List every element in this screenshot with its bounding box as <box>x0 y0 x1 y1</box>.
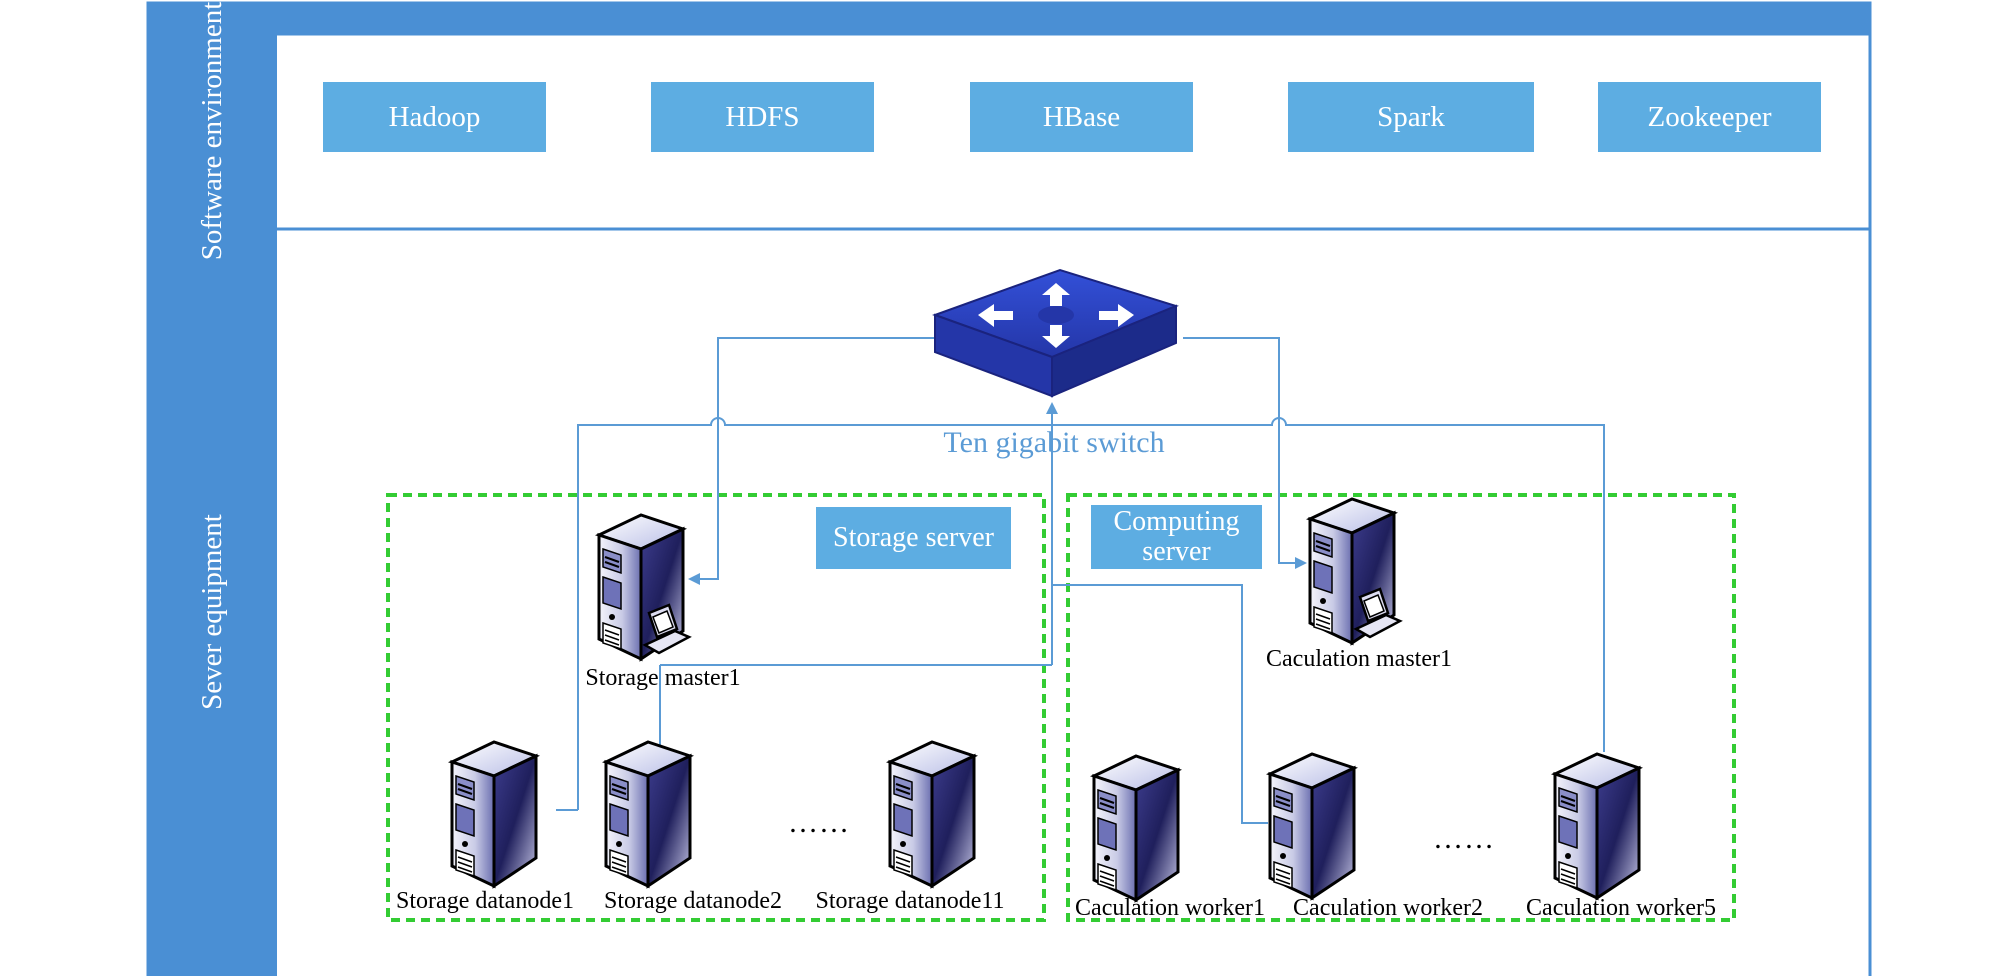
calc-master-icon <box>1310 499 1400 643</box>
datanode1-icon <box>450 740 538 888</box>
datanode11-icon <box>888 740 976 888</box>
software-box-hbase: HBase <box>970 82 1193 152</box>
network-links <box>556 337 1605 824</box>
storage-master-caption: Storage master1 <box>585 665 741 691</box>
datanode1-caption: Storage datanode1 <box>396 888 574 914</box>
datanode2-icon <box>604 740 692 888</box>
worker2-icon <box>1268 752 1356 900</box>
worker1-caption: Caculation worker1 <box>1075 895 1265 921</box>
worker5-icon <box>1553 752 1641 900</box>
server-equipment-label: Sever equipment <box>196 514 228 710</box>
switch-label: Ten gigabit switch <box>943 426 1165 459</box>
datanode11-caption: Storage datanode11 <box>815 888 1005 914</box>
storage-master-icon <box>599 515 689 659</box>
worker1-icon <box>1092 754 1180 902</box>
network-switch-icon <box>932 268 1179 398</box>
software-environment-label: Software environment <box>196 1 228 261</box>
software-box-hadoop: Hadoop <box>323 82 546 152</box>
computing-server-label: Computing server <box>1091 505 1262 569</box>
worker2-caption: Caculation worker2 <box>1293 895 1483 921</box>
storage-server-label: Storage server <box>816 507 1011 569</box>
worker-ellipsis: …… <box>1433 822 1495 855</box>
storage-ellipsis: …… <box>788 806 850 839</box>
software-box-zookeeper: Zookeeper <box>1598 82 1821 152</box>
computing-group-box <box>1066 493 1736 922</box>
worker5-caption: Caculation worker5 <box>1526 895 1716 921</box>
software-box-hdfs: HDFS <box>651 82 874 152</box>
software-box-spark: Spark <box>1288 82 1534 152</box>
datanode2-caption: Storage datanode2 <box>604 888 782 914</box>
calc-master-caption: Caculation master1 <box>1266 646 1452 672</box>
